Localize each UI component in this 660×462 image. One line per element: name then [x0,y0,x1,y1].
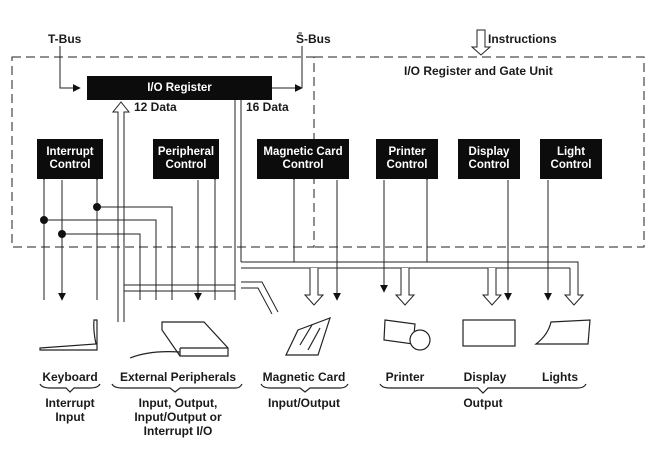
unit-boundary-right [314,56,645,248]
block-line: Printer [388,146,426,158]
device-lights: Lights [542,370,578,384]
block-line: Control [386,159,428,171]
junction-dot [58,230,66,238]
block-line: Control [282,159,324,171]
junction-dot [93,203,101,211]
brace-external [111,383,243,393]
instructions-arrow [470,29,492,56]
keyboard-icon [39,319,98,351]
t-bus-line [59,46,81,92]
block-line: Light [556,146,586,158]
block-line: Control [49,159,91,171]
device-keyboard: Keyboard [42,370,98,384]
data-in-label: 12 Data [134,100,177,114]
data-out-label: 16 Data [246,100,289,114]
brace-output [379,383,587,394]
group-magnetic: Input/Output [268,396,340,410]
device-magnetic-card: Magnetic Card [262,370,346,384]
instructions-label: Instructions [488,32,557,46]
device-display: Display [463,370,507,384]
block-line: Control [165,159,207,171]
peripheral-icon [161,321,229,357]
data-out-bus [234,100,242,300]
brace-magnetic [260,383,349,393]
group-output: Output [463,396,503,410]
magnetic-card-icon [285,317,331,356]
unit-title: I/O Register and Gate Unit [404,64,553,78]
block-line: Magnetic Card [263,146,343,158]
io-register-block: I/O Register [87,76,272,100]
data-in-bus [111,101,131,322]
block-line: Peripheral [157,146,215,158]
block-line: Control [468,159,510,171]
group-external: Input, Output, Input/Output or Interrupt… [134,396,222,438]
junction-dot [40,216,48,224]
brace-keyboard [39,383,101,393]
device-external-peripherals: External Peripherals [119,370,237,384]
display-icon [462,319,516,347]
block-line: Display [468,146,510,158]
lights-icon [534,319,591,345]
device-printer: Printer [385,370,425,384]
block-line: Interrupt [46,146,94,158]
io-register-label: I/O Register [147,81,212,94]
peripheral-bus [124,284,235,292]
group-keyboard: Interrupt Input [45,396,95,424]
t-bus-label: T-Bus [48,32,82,46]
block-line: Control [550,159,592,171]
s-bus-label: S̄-Bus [296,32,331,46]
